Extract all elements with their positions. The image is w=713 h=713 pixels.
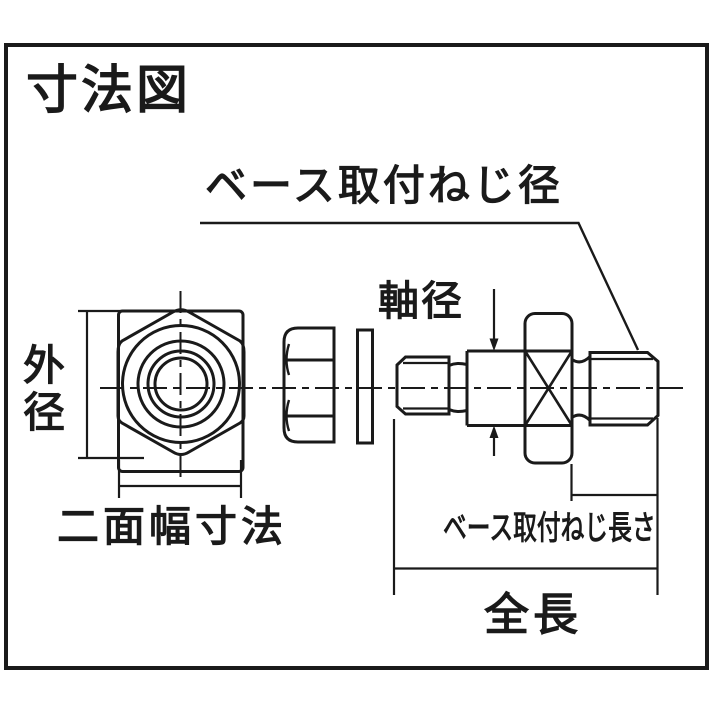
label-width-across-flats: 二面幅寸法 [57, 503, 288, 550]
x-box-diagonals [524, 351, 573, 425]
front-hole-outer-circle [146, 349, 216, 419]
left-thread-root-lines [403, 361, 449, 410]
dim-base-screw-length [570, 464, 658, 501]
stud-side-view [395, 312, 660, 465]
x-box-outline [523, 312, 574, 465]
label-overall-length: 全長 [484, 589, 583, 640]
dim-width-across-flats [117, 460, 243, 498]
label-base-screw-diameter: ベース取付ねじ径 [205, 162, 563, 209]
washer-side-view [356, 328, 374, 445]
nut-chamfer-arc-top [285, 343, 291, 376]
nut-chamfer-arc-bottom [285, 399, 291, 432]
label-shaft-diameter: 軸径 [378, 278, 464, 324]
front-hole-inner-circle [153, 356, 209, 412]
label-base-screw-length: ベース取付ねじ長さ [443, 509, 656, 546]
shaft-cylinder [465, 349, 525, 427]
leader-base-screw-diameter [200, 221, 640, 351]
right-neck [571, 355, 592, 422]
left-thread-outline [395, 355, 451, 416]
dim-outer-diameter [78, 309, 144, 460]
front-outer-circle [121, 324, 241, 444]
x-box-band-lines [525, 349, 572, 427]
front-view [116, 308, 246, 473]
front-hexagon [116, 308, 246, 456]
nut-outline [282, 326, 336, 444]
base-screw-outline [588, 351, 660, 427]
label-outer-diameter: 外径 [23, 342, 66, 437]
hex-nut-side-view [282, 326, 336, 444]
page-title: 寸法図 [26, 62, 192, 120]
left-neck [448, 361, 468, 414]
dim-shaft-diameter [489, 289, 499, 456]
base-screw-root-lines [590, 357, 653, 420]
front-chamfer-circle [136, 339, 226, 429]
border-frame [4, 43, 709, 670]
dim-overall-length [392, 418, 659, 595]
